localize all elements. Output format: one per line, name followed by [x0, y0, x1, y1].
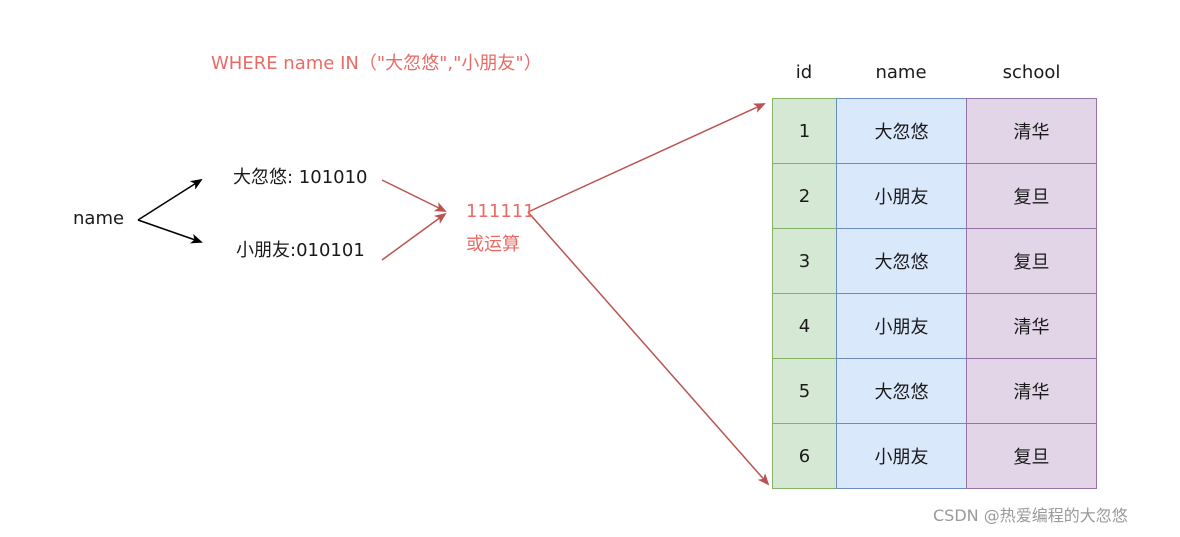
cell-name: 小朋友	[836, 163, 967, 229]
cell-id: 4	[772, 293, 837, 359]
cell-id: 5	[772, 358, 837, 424]
operation-label: 或运算	[466, 234, 520, 255]
cell-school: 复旦	[966, 423, 1097, 489]
cell-id: 2	[772, 163, 837, 229]
cell-school: 清华	[966, 98, 1097, 164]
bitmap-2-label: 小朋友:010101	[236, 240, 365, 261]
watermark: CSDN @热爱编程的大忽悠	[933, 506, 1128, 525]
result-bitmap: 111111	[466, 201, 535, 222]
cell-school: 复旦	[966, 163, 1097, 229]
arrow-result-to-last-row	[527, 211, 770, 486]
cell-name: 大忽悠	[836, 228, 967, 294]
cell-school: 清华	[966, 293, 1097, 359]
cell-name: 大忽悠	[836, 358, 967, 424]
arrow-name-to-bitmap-2	[137, 219, 203, 244]
header-school: school	[1002, 62, 1061, 83]
cell-name: 大忽悠	[836, 98, 967, 164]
cell-name: 小朋友	[836, 423, 967, 489]
arrow-result-to-first-row	[527, 103, 766, 213]
cell-school: 清华	[966, 358, 1097, 424]
header-name: name	[875, 62, 927, 83]
cell-id: 1	[772, 98, 837, 164]
header-id: id	[795, 62, 813, 83]
arrow-bitmap-2-to-result	[381, 212, 447, 261]
cell-school: 复旦	[966, 228, 1097, 294]
cell-id: 6	[772, 423, 837, 489]
query-text: WHERE name IN（"大忽悠","小朋友"）	[211, 53, 542, 74]
arrow-name-to-bitmap-1	[137, 178, 203, 221]
cell-name: 小朋友	[836, 293, 967, 359]
arrow-bitmap-1-to-result	[381, 179, 447, 212]
bitmap-1-label: 大忽悠: 101010	[233, 167, 368, 188]
column-label: name	[73, 208, 125, 229]
cell-id: 3	[772, 228, 837, 294]
